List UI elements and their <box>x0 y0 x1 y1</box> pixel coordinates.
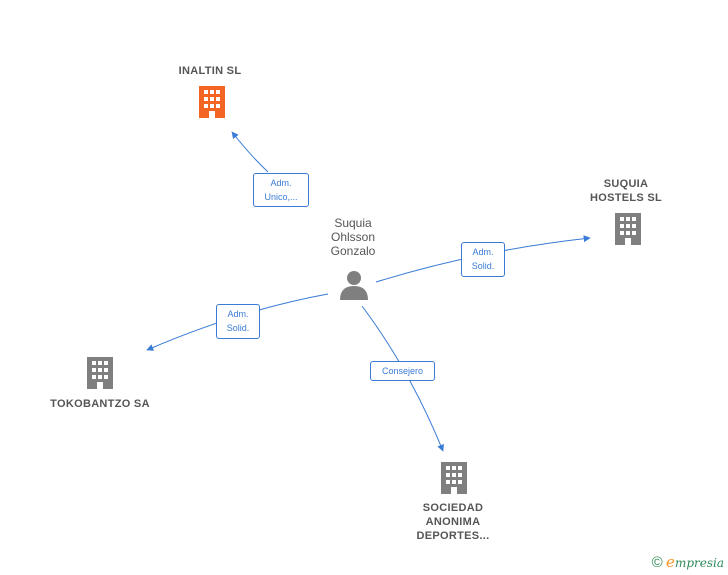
edge-role-inaltin[interactable]: Adm. Unico,... <box>253 173 309 207</box>
edge-role-sociedad[interactable]: Consejero <box>370 361 435 381</box>
edge-line-inaltin <box>231 131 269 173</box>
edge-role-tokobantzo[interactable]: Adm. Solid. <box>216 304 260 339</box>
building-icon-sociedad[interactable] <box>441 462 467 494</box>
building-icon-suquia-hostels[interactable] <box>615 213 641 245</box>
company-label-sociedad[interactable]: SOCIEDAD ANONIMA DEPORTES... <box>416 502 490 542</box>
person-icon[interactable] <box>340 271 368 300</box>
company-label-suquia-hostels[interactable]: SUQUIA HOSTELS SL <box>589 178 663 204</box>
company-label-tokobantzo[interactable]: TOKOBANTZO SA <box>50 398 150 410</box>
brand-watermark: © empresia <box>652 553 724 571</box>
building-icon-inaltin[interactable] <box>199 86 225 118</box>
person-label[interactable]: Suquia Ohlsson Gonzalo <box>330 216 376 258</box>
edge-role-suquia-hostels[interactable]: Adm. Solid. <box>461 242 505 277</box>
company-label-inaltin[interactable]: INALTIN SL <box>178 65 242 77</box>
brand-initial: e <box>666 553 675 571</box>
building-icon-tokobantzo[interactable] <box>87 357 113 389</box>
copyright-icon: © <box>651 554 663 571</box>
brand-name: mpresia <box>674 556 724 570</box>
